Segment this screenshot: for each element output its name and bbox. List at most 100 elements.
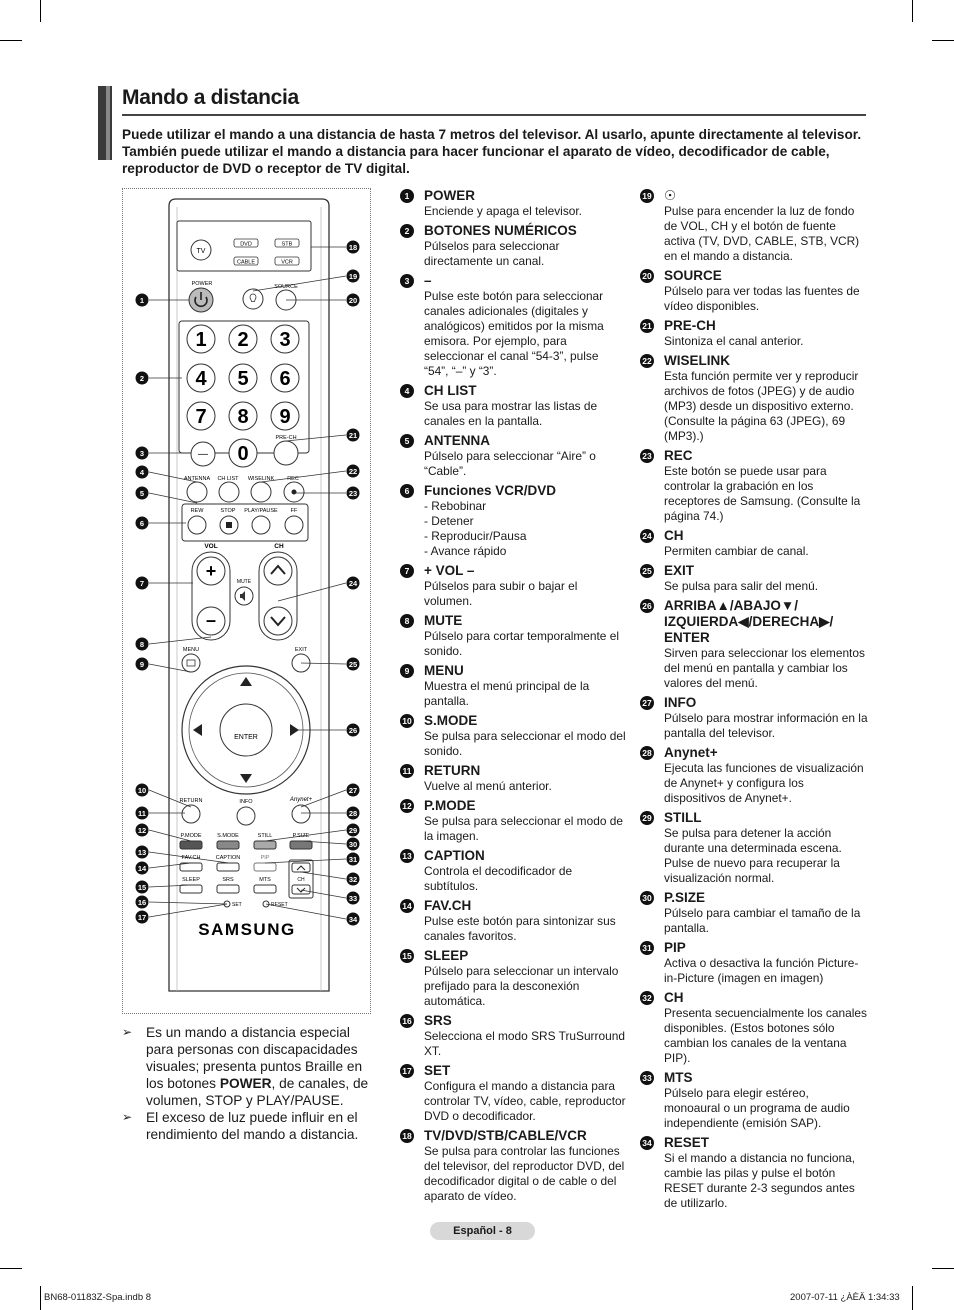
prech-button[interactable] — [273, 440, 299, 466]
entry-title: SLEEP — [424, 948, 469, 963]
dvd-button-label: DVD — [240, 242, 252, 248]
down-arrow-icon[interactable] — [240, 774, 252, 783]
sleep-button[interactable] — [179, 884, 203, 894]
callout-leader — [148, 901, 228, 905]
callout-leader — [265, 903, 347, 920]
dash-button[interactable] — [190, 441, 216, 467]
entry-description: Configura el mando a distancia para cont… — [424, 1079, 626, 1123]
entry-number-badge: 20 — [640, 269, 654, 283]
anynet-button[interactable] — [291, 804, 311, 824]
playpause-label: PLAY/PAUSE — [244, 508, 278, 514]
srs-label: SRS — [222, 877, 234, 883]
tv-button-label: TV — [197, 248, 206, 255]
callout-number: 22 — [349, 467, 357, 476]
callout-marker — [135, 293, 149, 307]
entry-number-badge: 18 — [400, 1129, 414, 1143]
playpause-button[interactable] — [251, 515, 271, 535]
digit-button-7[interactable] — [186, 401, 216, 431]
entry-description: - Rebobinar - Detener - Reproducir/Pausa… — [424, 499, 527, 558]
entry-title: MENU — [424, 663, 464, 678]
chlist-button[interactable] — [218, 481, 240, 503]
callout-marker — [346, 464, 360, 478]
digit-button-6[interactable] — [270, 363, 300, 393]
note-2: ➢El exceso de luz puede influir en el re… — [122, 1110, 359, 1142]
entry-description: Si el mando a distancia no funciona, cam… — [664, 1151, 856, 1210]
callout-marker — [135, 823, 149, 837]
entry-description: Púlselo para seleccionar un intervalo pr… — [424, 964, 619, 1008]
callout-leader — [264, 829, 347, 842]
left-arrow-icon[interactable] — [193, 724, 202, 736]
digit-button-4[interactable] — [186, 363, 216, 393]
info-button[interactable] — [236, 806, 256, 826]
digit-button-5[interactable] — [228, 363, 258, 393]
rec-label: REC — [287, 476, 299, 482]
print-timestamp: 2007-07-11 ¿ÀÈÄ 1:34:33 — [790, 1292, 900, 1303]
still-button[interactable] — [253, 840, 277, 850]
entry-description: Púlselos para seleccionar directamente u… — [424, 239, 560, 268]
up-arrow-icon[interactable] — [240, 677, 252, 686]
pmode-button[interactable] — [179, 840, 203, 850]
callout-marker — [135, 910, 149, 924]
ff-button[interactable] — [284, 515, 304, 535]
callout-leader — [264, 858, 347, 864]
mts-button[interactable] — [253, 884, 277, 894]
reset-label: RESET — [271, 902, 288, 908]
digit-button-9[interactable] — [270, 401, 300, 431]
enter-button[interactable] — [219, 703, 273, 757]
entry-number-badge: 26 — [640, 599, 654, 613]
ff-label: FF — [291, 508, 298, 514]
pip-ch-down-button[interactable] — [291, 884, 311, 895]
return-label: RETURN — [180, 798, 203, 804]
callout-marker — [346, 269, 360, 283]
callout-marker — [346, 486, 360, 500]
still-label: STILL — [258, 833, 273, 839]
entry-number-badge: 33 — [640, 1071, 654, 1085]
entry-description: Controla el decodificador de subtítulos. — [424, 864, 573, 893]
callout-marker — [135, 486, 149, 500]
menu-button[interactable] — [181, 653, 201, 673]
notes: ➢Es un mando a distancia especial para p… — [122, 1024, 372, 1143]
entry-title: WISELINK — [664, 353, 730, 368]
digit-button-1[interactable] — [186, 324, 216, 354]
srs-button[interactable] — [216, 884, 240, 894]
svg-text:–: – — [206, 610, 216, 630]
callout-marker — [135, 465, 149, 479]
smode-button[interactable] — [216, 840, 240, 850]
rew-button[interactable] — [187, 515, 207, 535]
digit-label: 1 — [195, 329, 206, 351]
file-name: BN68-01183Z-Spa.indb 8 — [44, 1292, 152, 1303]
mute-label: MUTE — [237, 579, 252, 585]
digit-label: 2 — [237, 329, 248, 351]
light-button[interactable] — [242, 288, 264, 310]
digit-button-2[interactable] — [228, 324, 258, 354]
digit-button-8[interactable] — [228, 401, 258, 431]
right-arrow-icon[interactable] — [290, 724, 299, 736]
antenna-button[interactable] — [186, 481, 208, 503]
entry-number-badge: 5 — [400, 434, 414, 448]
pip-ch-up-button[interactable] — [291, 862, 311, 873]
wiselink-button[interactable] — [250, 481, 272, 503]
entry-number-badge: 11 — [400, 764, 414, 778]
pip-button[interactable] — [253, 862, 277, 872]
entry-number-badge: 30 — [640, 891, 654, 905]
entry-title: CAPTION — [424, 848, 485, 863]
callout-number: 29 — [349, 826, 357, 835]
digit-button-0[interactable] — [228, 438, 258, 468]
stop-label: STOP — [221, 508, 236, 514]
pmode-label: P.MODE — [181, 833, 202, 839]
entry-title: RETURN — [424, 763, 481, 778]
digit-button-3[interactable] — [270, 324, 300, 354]
entry-title: CH LIST — [424, 383, 477, 398]
entry-number-badge: 15 — [400, 949, 414, 963]
return-button[interactable] — [181, 804, 201, 824]
dash-label: — — [198, 449, 208, 460]
caption-button[interactable] — [216, 862, 240, 872]
psize-button[interactable] — [289, 840, 313, 850]
callout-marker — [346, 837, 360, 851]
